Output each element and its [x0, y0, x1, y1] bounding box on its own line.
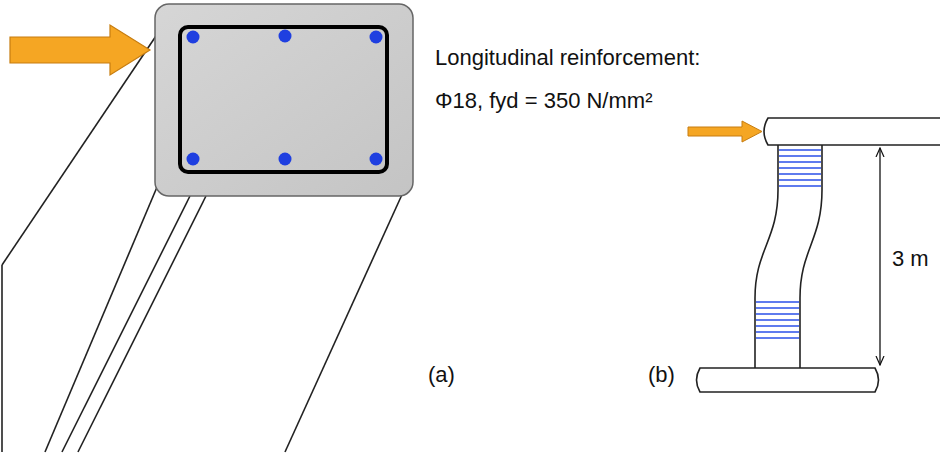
load-arrow [10, 25, 150, 75]
bottom-slab [697, 368, 879, 392]
concrete-section [155, 4, 413, 196]
dimension-line [879, 148, 880, 365]
figure-tag: (b) [648, 362, 675, 387]
dimension-label: 3 m [892, 246, 929, 271]
material-label: Φ18, fyd = 350 N/mm² [435, 88, 652, 113]
figure-tag: (a) [428, 362, 455, 387]
plastic-hinge [779, 150, 821, 186]
top-slab [764, 118, 940, 145]
stirrup [180, 27, 387, 172]
rebar-dots [187, 30, 383, 166]
title-label: Longitudinal reinforcement: [435, 45, 700, 70]
plastic-hinge [756, 302, 799, 338]
load-arrow [688, 121, 762, 142]
deformed-column [755, 145, 822, 368]
